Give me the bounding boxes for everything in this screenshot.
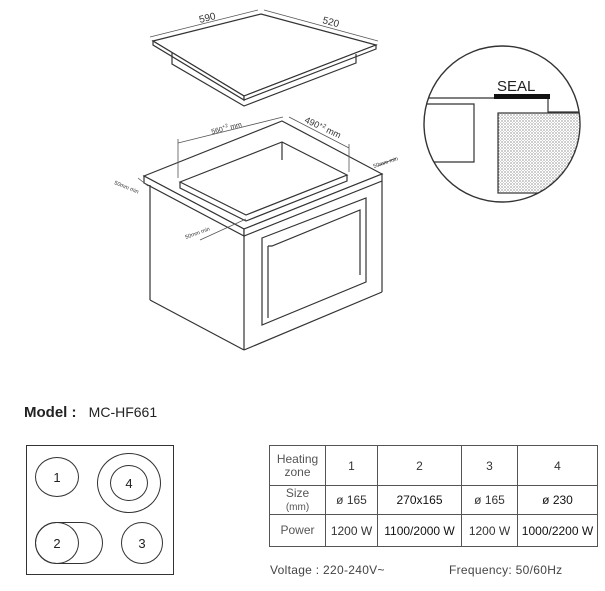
table-cell: 1200 W: [461, 514, 518, 547]
hob-zone-layout: 1 4 2 3: [26, 445, 174, 575]
table-cell: 4: [517, 445, 598, 486]
zone-1-label: 1: [53, 469, 61, 485]
seal-label: SEAL: [497, 78, 535, 95]
table-cell: 3: [461, 445, 518, 486]
zone-2-label: 2: [53, 535, 61, 551]
size-label: Size(mm): [269, 485, 326, 515]
clearance-right-dimension: 50mm min: [373, 156, 399, 170]
frequency-text: Frequency: 50/60Hz: [449, 563, 563, 577]
clearance-left-dimension: 50mm min: [113, 180, 139, 195]
cabinet-dimension-lines: [137, 116, 397, 241]
table-row: Power 1200 W 1100/2000 W 1200 W 1000/220…: [269, 514, 598, 547]
table-cell: 2: [377, 445, 462, 486]
hob-depth-dimension: 520: [321, 15, 340, 30]
table-cell: ø 165: [461, 485, 518, 515]
table-cell: 1000/2200 W: [517, 514, 598, 547]
table-cell: ø 230: [517, 485, 598, 515]
seal-detail: [423, 45, 581, 203]
cabinet-drawing: [142, 120, 384, 351]
model-value: MC-HF661: [88, 404, 158, 420]
power-label: Power: [269, 514, 326, 547]
table-cell: 1: [325, 445, 378, 486]
hob-dimension-lines: [149, 9, 379, 42]
model-line: Model : MC-HF661: [24, 404, 157, 421]
zone-4: 4: [97, 453, 161, 513]
table-cell: ø 165: [325, 485, 378, 515]
clearance-front-dimension: 50mm min: [185, 226, 211, 240]
table-cell: 1100/2000 W: [377, 514, 462, 547]
zone-1: 1: [35, 457, 79, 497]
zone-3-label: 3: [138, 535, 146, 551]
zone-4-inner-ring: 4: [110, 465, 148, 501]
voltage-text: Voltage : 220-240V~: [270, 563, 385, 577]
hob-drawing: [151, 13, 378, 107]
cutout-width-dimension: 560+2mm: [210, 120, 242, 136]
zone-3: 3: [121, 522, 163, 564]
installation-diagram: 590 520 560+2mm 490+2mm 50mm min 50mm mi…: [113, 9, 581, 351]
table-row: Size(mm) ø 165 270x165 ø 165 ø 230: [269, 485, 598, 515]
hob-width-dimension: 590: [198, 11, 217, 26]
table-cell: 1200 W: [325, 514, 378, 547]
table-cell: 270x165: [377, 485, 462, 515]
zone-4-label: 4: [125, 475, 133, 491]
model-label: Model :: [24, 404, 77, 421]
zone-2: 2: [35, 522, 79, 564]
